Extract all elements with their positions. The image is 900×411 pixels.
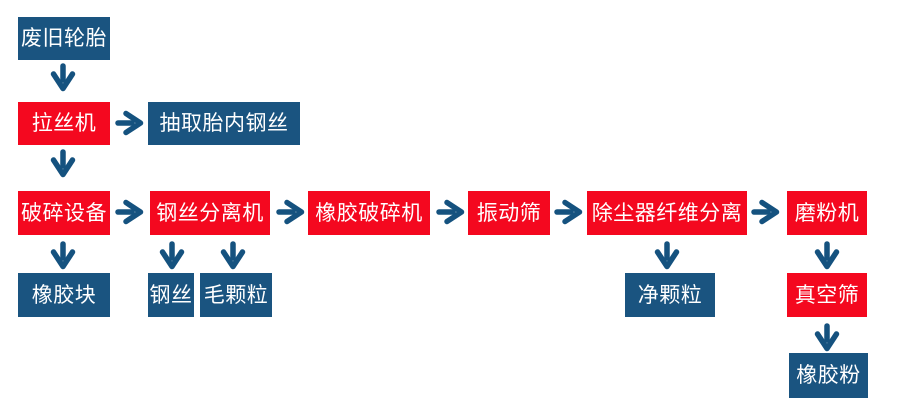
arrow-down-icon bbox=[653, 241, 681, 271]
node-vacuum-screen: 真空筛 bbox=[787, 273, 867, 317]
node-grinding-machine: 磨粉机 bbox=[787, 191, 867, 235]
node-wire-drawing-machine: 拉丝机 bbox=[18, 102, 110, 145]
node-vibrating-screen: 振动筛 bbox=[468, 191, 550, 235]
arrow-right-icon bbox=[751, 198, 781, 226]
node-steel-wire: 钢丝 bbox=[148, 273, 194, 317]
node-rough-granule: 毛颗粒 bbox=[200, 273, 272, 317]
arrow-down-icon bbox=[49, 149, 77, 179]
node-waste-tire: 废旧轮胎 bbox=[18, 17, 110, 60]
arrow-down-icon bbox=[813, 241, 841, 271]
arrow-right-icon bbox=[115, 109, 145, 137]
node-rubber-block: 橡胶块 bbox=[18, 273, 110, 317]
arrow-right-icon bbox=[115, 198, 145, 226]
arrow-down-icon bbox=[219, 241, 247, 271]
node-rubber-crusher: 橡胶破碎机 bbox=[308, 191, 430, 235]
arrow-down-icon bbox=[49, 241, 77, 271]
arrow-right-icon bbox=[554, 198, 584, 226]
node-clean-granule: 净颗粒 bbox=[625, 273, 715, 317]
arrow-right-icon bbox=[436, 198, 466, 226]
arrow-right-icon bbox=[276, 198, 306, 226]
node-rubber-powder: 橡胶粉 bbox=[789, 353, 868, 398]
arrow-down-icon bbox=[813, 323, 841, 353]
arrow-down-icon bbox=[158, 241, 186, 271]
node-dust-collector-fiber-separation: 除尘器纤维分离 bbox=[587, 191, 747, 235]
node-steel-wire-separator: 钢丝分离机 bbox=[150, 191, 270, 235]
node-extract-tire-steel-wire: 抽取胎内钢丝 bbox=[148, 102, 300, 145]
arrow-down-icon bbox=[49, 63, 77, 93]
node-crushing-equipment: 破碎设备 bbox=[18, 191, 110, 235]
